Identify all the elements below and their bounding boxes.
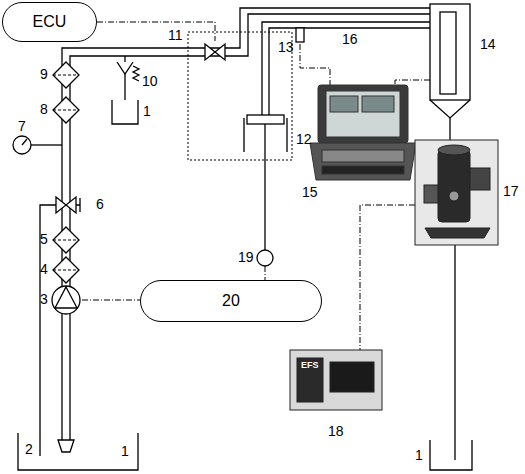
callout-number: 4 [40, 262, 48, 277]
callout-number: 2 [25, 442, 33, 457]
callout-number: 16 [342, 32, 358, 47]
controller-box: ECU [2, 2, 97, 42]
callout-number: 6 [96, 197, 104, 212]
callout-number: 9 [40, 67, 48, 82]
controller-unit: 20 [140, 280, 322, 322]
callout-number: 11 [168, 28, 183, 43]
callout-number: 18 [328, 424, 344, 439]
callout-number: 5 [40, 232, 48, 247]
callout-number: 3 [40, 292, 48, 307]
device-brand: EFS [301, 361, 319, 371]
callout-number: 1 [143, 104, 151, 119]
callout-number: 10 [142, 74, 158, 89]
callout-number: 14 [480, 37, 496, 52]
callout-number: 12 [296, 132, 312, 147]
callout-number: 8 [40, 102, 48, 117]
callout-number: 19 [238, 250, 254, 265]
callout-number: 1 [415, 448, 423, 463]
callout-number: 15 [302, 185, 318, 200]
callout-number: 1 [121, 444, 129, 459]
node-label: 20 [222, 292, 240, 310]
callout-number: 7 [18, 119, 26, 134]
callout-number: 17 [503, 184, 519, 199]
node-label: ECU [33, 13, 67, 31]
callout-number: 13 [278, 40, 294, 55]
